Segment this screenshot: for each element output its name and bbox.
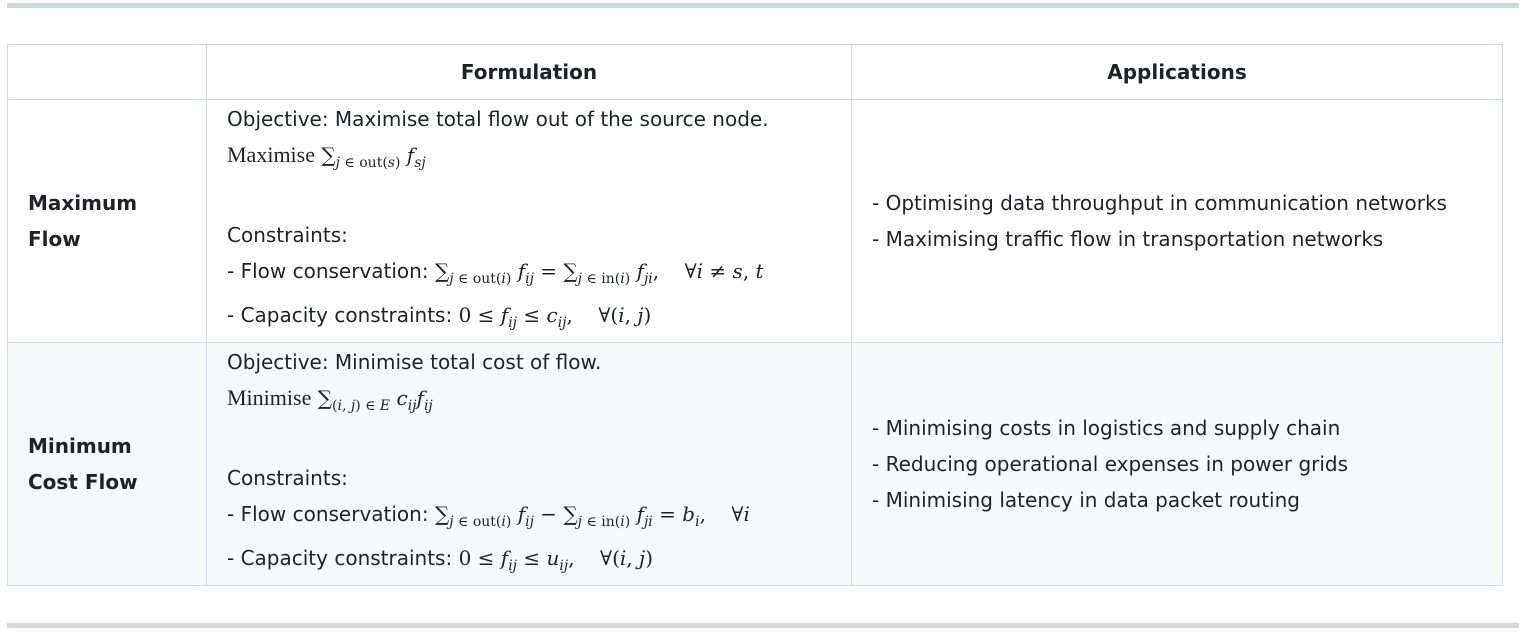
- flow-conservation-constraint: - Flow conservation: ∑j ∈ out(i) fij − ∑…: [227, 502, 750, 530]
- header-row: Formulation Applications: [7, 44, 1503, 100]
- capacity-constraint: - Capacity constraints: 0 ≤ fij ≤ uij, ∀…: [227, 546, 654, 574]
- applications-cell: - Optimising data throughput in communic…: [851, 99, 1503, 343]
- objective-formula: Minimise ∑(i, j) ∈ E cijfij: [227, 385, 433, 414]
- header-formulation: Formulation: [206, 44, 852, 100]
- horizontal-rule-top: [7, 3, 1519, 8]
- network-flow-table: Formulation Applications Maximum Flow Ob…: [7, 44, 1503, 586]
- constraints-label: Constraints:: [227, 223, 348, 247]
- table-row-minimum-cost-flow: Minimum Cost Flow Objective: Minimise to…: [7, 342, 1503, 586]
- horizontal-rule-bottom: [7, 623, 1519, 628]
- row-title: Minimum Cost Flow: [7, 342, 207, 586]
- row-title: Maximum Flow: [7, 99, 207, 343]
- constraints-label: Constraints:: [227, 466, 348, 490]
- capacity-constraint: - Capacity constraints: 0 ≤ fij ≤ cij, ∀…: [227, 303, 652, 331]
- header-applications: Applications: [851, 44, 1503, 100]
- objective-text: Objective: Minimise total cost of flow.: [227, 350, 602, 374]
- objective-formula: Maximise ∑j ∈ out(s) fsj: [227, 142, 426, 171]
- application-item: - Minimising costs in logistics and supp…: [872, 416, 1341, 440]
- application-item: - Maximising traffic flow in transportat…: [872, 227, 1384, 251]
- header-empty: [7, 44, 207, 100]
- application-item: - Minimising latency in data packet rout…: [872, 488, 1300, 512]
- application-item: - Reducing operational expenses in power…: [872, 452, 1349, 476]
- application-item: - Optimising data throughput in communic…: [872, 191, 1447, 215]
- formulation-cell: Objective: Minimise total cost of flow. …: [206, 342, 852, 586]
- table-row-maximum-flow: Maximum Flow Objective: Maximise total f…: [7, 99, 1503, 343]
- applications-cell: - Minimising costs in logistics and supp…: [851, 342, 1503, 586]
- formulation-cell: Objective: Maximise total flow out of th…: [206, 99, 852, 343]
- flow-conservation-constraint: - Flow conservation: ∑j ∈ out(i) fij = ∑…: [227, 259, 764, 287]
- objective-text: Objective: Maximise total flow out of th…: [227, 107, 769, 131]
